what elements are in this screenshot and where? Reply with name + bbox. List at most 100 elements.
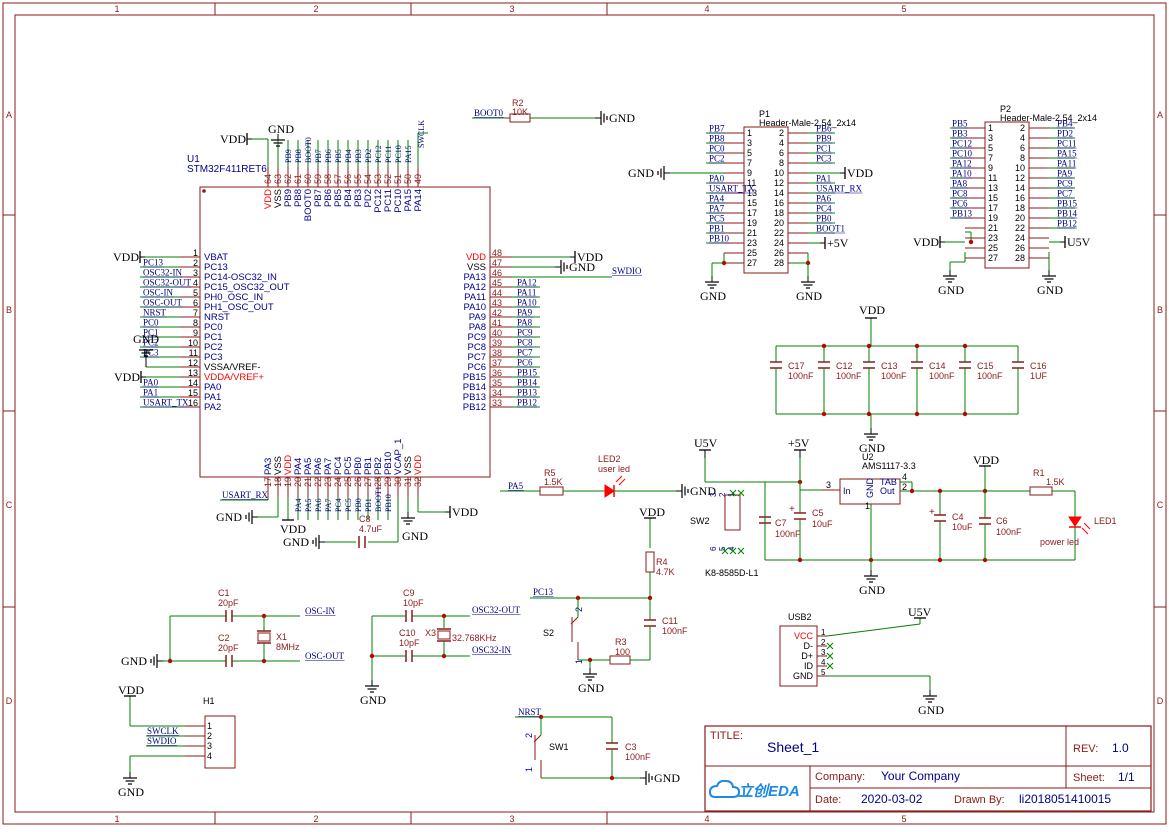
u1-pin-number: 36 bbox=[492, 368, 502, 378]
power-label: VDD bbox=[913, 235, 939, 249]
header-pin-number: 18 bbox=[1015, 203, 1025, 213]
u1-pin-name: PA10 bbox=[463, 302, 486, 313]
header-pin-number: 27 bbox=[747, 258, 757, 268]
net-label: PC10 bbox=[394, 145, 403, 163]
cap-value: 1UF bbox=[1030, 371, 1048, 381]
crystal-body bbox=[437, 630, 451, 640]
frame-row-label: B bbox=[6, 305, 12, 315]
header-pin-number: 1 bbox=[747, 128, 752, 138]
net-label: PC6 bbox=[517, 358, 533, 368]
u1-pin-number: 4 bbox=[193, 278, 198, 288]
gnd-label: GND bbox=[859, 441, 885, 455]
r4-ref: R4 bbox=[656, 557, 668, 567]
u1-pin-number: 64 bbox=[263, 174, 273, 184]
header-pin-number: 17 bbox=[747, 208, 757, 218]
net-label: PA1 bbox=[816, 174, 831, 184]
c7-value: 100nF bbox=[775, 529, 801, 539]
u1-pin-name: PC13 bbox=[204, 262, 228, 273]
swd-header-body bbox=[204, 715, 236, 769]
u1-pin-name: PA3 bbox=[263, 458, 274, 475]
header-pin-number: 16 bbox=[1015, 193, 1025, 203]
u1-pin-name: PC1 bbox=[204, 332, 222, 343]
net-label: PB13 bbox=[517, 388, 538, 398]
frame-column-label: 4 bbox=[704, 814, 709, 824]
u2-value: AMS1117-3.3 bbox=[862, 461, 916, 471]
led-arrows bbox=[615, 475, 626, 486]
header-pin-number: 16 bbox=[774, 198, 784, 208]
net-label: PB10 bbox=[384, 494, 393, 512]
company-name: Your Company bbox=[881, 769, 960, 783]
sw1-ref: SW1 bbox=[549, 742, 569, 752]
usb-pin-name: D- bbox=[804, 641, 814, 651]
gnd-label: GND bbox=[796, 289, 822, 303]
net-label: PC13 bbox=[143, 258, 164, 268]
cloud-icon bbox=[708, 779, 741, 798]
u1-pin-name: PC4 bbox=[333, 457, 344, 475]
u1-pin-number: 5 bbox=[193, 288, 198, 298]
net-label: PA4 bbox=[709, 194, 725, 204]
u1-pin-number: 11 bbox=[189, 348, 198, 358]
x3-ref: X3 bbox=[425, 628, 436, 638]
u2-pin-name: GND bbox=[865, 478, 875, 499]
u1-ref: U1 bbox=[187, 154, 200, 165]
power-label: +5V bbox=[788, 436, 810, 450]
u1-pin-name: PB2 bbox=[373, 457, 384, 475]
net-label: BOOT1 bbox=[374, 486, 383, 512]
cap-value: 100nF bbox=[788, 371, 814, 381]
u1-pin-name: PB3 bbox=[353, 189, 364, 207]
u1-pin-name: PC10 bbox=[393, 189, 404, 213]
c2-value: 20pF bbox=[218, 643, 239, 653]
gnd-label: GND bbox=[569, 260, 595, 274]
net-label: PA0 bbox=[143, 378, 159, 388]
net-label: PC11 bbox=[384, 146, 393, 164]
wire bbox=[826, 623, 921, 637]
x3-value: 32.768KHz bbox=[452, 633, 497, 643]
u1-pin-number: 51 bbox=[393, 174, 403, 184]
u1-pin-number: 59 bbox=[313, 174, 323, 184]
u1-pin-name: PB1 bbox=[363, 457, 374, 475]
cap-value: 100nF bbox=[977, 371, 1003, 381]
u1-pin-name: PB14 bbox=[463, 382, 486, 393]
x1-value: 8MHz bbox=[276, 642, 300, 652]
gnd-label: GND bbox=[118, 785, 144, 799]
u1-pin-number: 52 bbox=[383, 174, 393, 184]
r1-value: 1.5K bbox=[1046, 477, 1065, 487]
header-pin-number: 3 bbox=[988, 133, 993, 143]
usb-pin-name: D+ bbox=[801, 651, 813, 661]
u1-pin-number: 50 bbox=[403, 174, 413, 184]
r2-value: 10K bbox=[512, 107, 528, 117]
u1-pin-number: 62 bbox=[283, 174, 293, 184]
r1-ref: R1 bbox=[1033, 468, 1045, 478]
net-label: PB6 bbox=[816, 124, 832, 134]
header-pin-number: 21 bbox=[747, 228, 757, 238]
rev-value: 1.0 bbox=[1112, 741, 1129, 755]
sw2-pin: 2 bbox=[718, 492, 727, 497]
net-label: NRST bbox=[518, 707, 542, 717]
junction-dot bbox=[968, 239, 974, 245]
u1-pin-name: PA2 bbox=[204, 402, 221, 413]
net-label: PB14 bbox=[517, 378, 538, 388]
usb-pin-name: GND bbox=[793, 671, 814, 681]
u1-pin-name: BOOT0 bbox=[303, 189, 314, 221]
x1-ref: X1 bbox=[276, 632, 287, 642]
gnd-label: GND bbox=[216, 510, 242, 524]
u1-pin-number: 25 bbox=[343, 477, 353, 487]
u1-pin-number: 12 bbox=[188, 358, 198, 368]
u1-pin-name: PC15_OSC32_OUT bbox=[204, 282, 290, 293]
net-label: PC3 bbox=[143, 348, 159, 358]
gnd-label: GND bbox=[121, 654, 147, 668]
net-label: OSC-OUT bbox=[305, 651, 345, 661]
u1-pin-number: 61 bbox=[293, 174, 303, 184]
net-label: SWCLK bbox=[147, 726, 179, 736]
u1-pin-number: 35 bbox=[492, 378, 502, 388]
u1-pin-name: PC2 bbox=[204, 342, 222, 353]
junction-dot bbox=[369, 653, 375, 659]
net-label: PB0 bbox=[354, 498, 363, 512]
header-pin-number: 26 bbox=[774, 248, 784, 258]
header-pin-number: 8 bbox=[1020, 153, 1025, 163]
u1-pin-number: 28 bbox=[373, 477, 383, 487]
sw2-value: K8-8585D-L1 bbox=[705, 568, 759, 578]
net-label: PB15 bbox=[1057, 199, 1078, 209]
u1-pin-name: PA7 bbox=[323, 458, 334, 475]
u1-pin-number: 23 bbox=[323, 477, 333, 487]
